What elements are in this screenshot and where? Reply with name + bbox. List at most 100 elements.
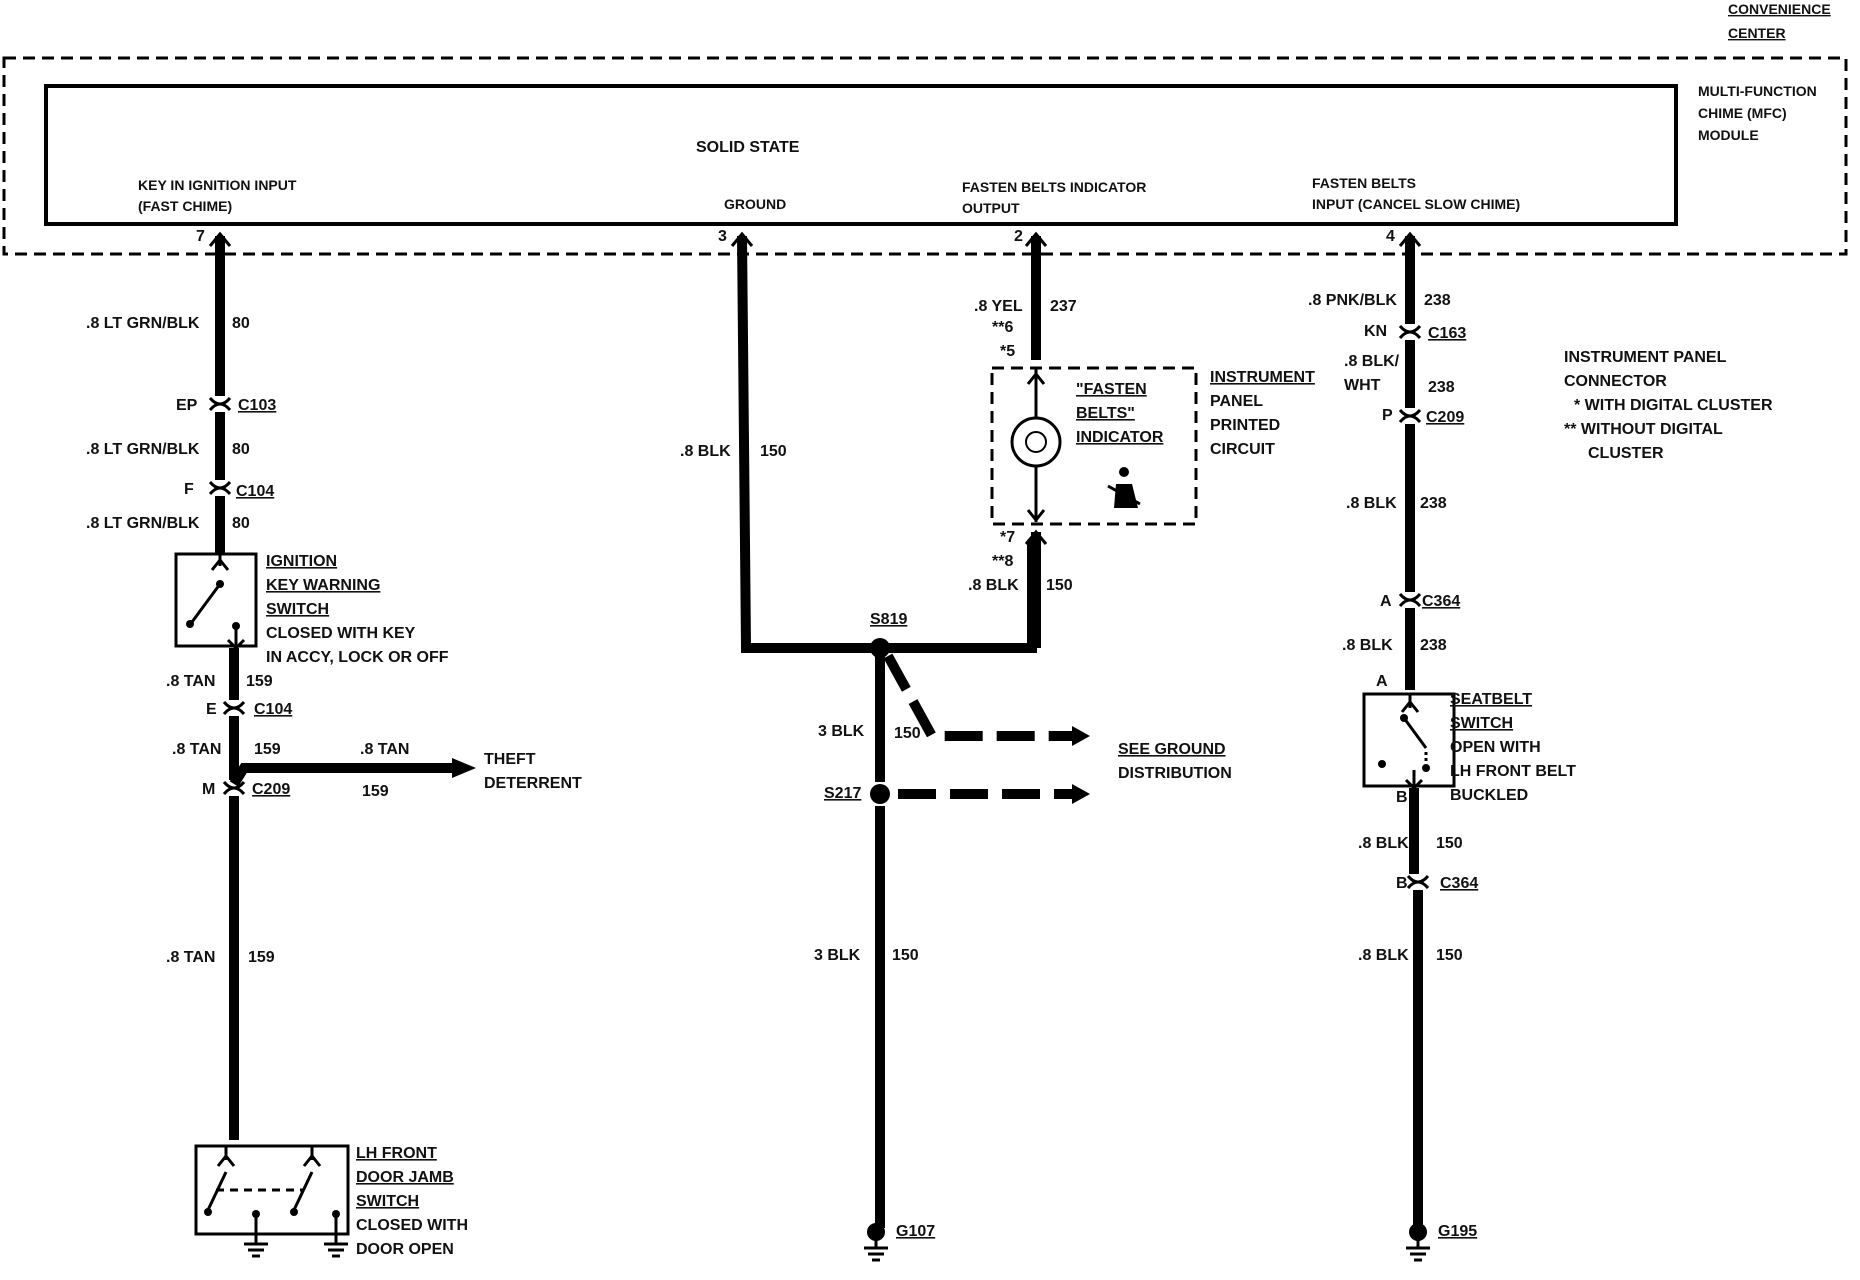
connector-c163-label: C163 — [1428, 325, 1466, 342]
switch-blade-icon — [1402, 717, 1428, 749]
pin2-number: 2 — [1014, 228, 1023, 245]
circuit-number-label: 150 — [1436, 947, 1463, 964]
left-circuit: .8 LT GRN/BLK 80 EP C103 .8 LT GRN/BLK 8… — [86, 231, 582, 1258]
wire-color-label: .8 BLK — [1358, 947, 1409, 964]
seatbelt-switch-label-4: LH FRONT BELT — [1450, 763, 1576, 780]
switch-pin-label: A — [1376, 673, 1388, 690]
switch-contact-icon — [204, 1208, 212, 1216]
circuit-number-label: 150 — [894, 725, 921, 742]
connector-c209-label: C209 — [252, 781, 290, 798]
ip-connector-pin-label: **6 — [992, 319, 1013, 336]
connector-c364-label: C364 — [1440, 875, 1478, 892]
ignition-switch-label-2: KEY WARNING — [266, 577, 380, 594]
switch-terminal-icon — [216, 1146, 236, 1167]
circuit-number-label: 150 — [892, 947, 919, 964]
ip-connector-pin-label: *5 — [1000, 343, 1015, 360]
wire-color-label: .8 BLK — [1342, 637, 1393, 654]
ip-connector-pin-label: *7 — [1000, 529, 1015, 546]
c209-connector-icon — [1398, 408, 1422, 424]
ground-g195-label: G195 — [1438, 1223, 1477, 1240]
pin3-connector-icon — [730, 231, 754, 247]
connector-c104-label: C104 — [254, 701, 292, 718]
ignition-switch-label-4: CLOSED WITH KEY — [266, 625, 416, 642]
ground-circuit: .8 BLK 150 S819 3 BLK 150 SEE GROUND DIS… — [680, 231, 1232, 1262]
theft-deterrent-label-1: THEFT — [484, 751, 536, 768]
legend-without-digital-1: ** WITHOUT DIGITAL — [1564, 421, 1723, 438]
c103-connector-icon — [208, 396, 232, 412]
c209-connector-icon — [222, 780, 246, 796]
pin7-label-2: (FAST CHIME) — [138, 198, 232, 214]
circuit-number-label: 150 — [1436, 835, 1463, 852]
ignition-switch-label-1: IGNITION — [266, 553, 337, 570]
ignition-switch-label-5: IN ACCY, LOCK OR OFF — [266, 649, 449, 666]
ground-point-icon — [1409, 1223, 1427, 1241]
circuit-number-label: 238 — [1420, 495, 1447, 512]
wire-color-label: .8 BLK — [968, 577, 1019, 594]
connector-pin-label: B — [1396, 875, 1408, 892]
right-circuit: .8 PNK/BLK 238 KN C163 .8 BLK/ WHT 238 P… — [1308, 231, 1576, 1262]
connector-pin-label: F — [184, 481, 194, 498]
door-jamb-switch-box — [194, 1144, 350, 1236]
connector-c103-label: C103 — [238, 397, 276, 414]
circuit-number-label: 238 — [1420, 637, 1447, 654]
connector-c209-label: C209 — [1426, 409, 1464, 426]
circuit-number-label: 80 — [232, 315, 250, 332]
circuit-number-label: 80 — [232, 515, 250, 532]
switch-terminal-icon — [226, 626, 246, 651]
ip-circuit-label-4: CIRCUIT — [1210, 441, 1275, 458]
seatbelt-switch-label-3: OPEN WITH — [1450, 739, 1541, 756]
switch-contact-icon — [290, 1208, 298, 1216]
pin4-label-2: INPUT (CANCEL SLOW CHIME) — [1312, 196, 1520, 212]
wire-color-label: .8 TAN — [360, 741, 409, 758]
legend-title-2: CONNECTOR — [1564, 373, 1667, 390]
pin2-label-1: FASTEN BELTS INDICATOR — [962, 179, 1146, 195]
switch-contact-icon — [186, 620, 194, 628]
door-switch-label-4: CLOSED WITH — [356, 1217, 468, 1234]
legend: INSTRUMENT PANEL CONNECTOR * WITH DIGITA… — [1564, 349, 1773, 462]
ground-g107-label: G107 — [896, 1223, 935, 1240]
splice-s217-label: S217 — [824, 785, 861, 802]
ip-circuit-label-1: INSTRUMENT — [1210, 369, 1315, 386]
connector-pin-label: M — [202, 781, 215, 798]
circuit-number-label: 159 — [246, 673, 273, 690]
wire-color-label: 3 BLK — [818, 723, 865, 740]
switch-terminal-icon — [210, 554, 230, 571]
pin7-label-1: KEY IN IGNITION INPUT — [138, 177, 297, 193]
wire-color-label: .8 YEL — [974, 298, 1023, 315]
theft-deterrent-label-2: DETERRENT — [484, 775, 582, 792]
wire-color-label: .8 LT GRN/BLK — [86, 441, 200, 458]
circuit-number-label: 80 — [232, 441, 250, 458]
circuit-number-label: 159 — [362, 783, 389, 800]
circuit-number-label: 238 — [1428, 379, 1455, 396]
wire-color-label: .8 BLK — [680, 443, 731, 460]
mfc-module-name-3: MODULE — [1698, 127, 1759, 143]
ground-icon — [324, 1214, 348, 1258]
door-switch-label-5: DOOR OPEN — [356, 1241, 454, 1258]
ground-distribution-arrow — [1072, 784, 1090, 804]
wire-color-label: .8 BLK — [1358, 835, 1409, 852]
wire-color-label: .8 LT GRN/BLK — [86, 515, 200, 532]
ip-circuit-label-2: PANEL — [1210, 393, 1263, 410]
c364-connector-icon — [1398, 592, 1422, 608]
legend-without-digital-2: CLUSTER — [1588, 445, 1664, 462]
ignition-key-warning-switch-box — [174, 552, 258, 648]
indicator-circuit: .8 YEL 237 **6 *5 "FASTEN BELTS" INDICAT… — [968, 231, 1315, 648]
seatbelt-switch-label-5: BUCKLED — [1450, 787, 1528, 804]
switch-terminal-icon — [302, 1146, 322, 1167]
indicator-label-3: INDICATOR — [1076, 429, 1164, 446]
wire-color-label: .8 TAN — [172, 741, 221, 758]
instrument-panel-printed-circuit-box — [990, 366, 1198, 526]
pin3-number: 3 — [718, 228, 727, 245]
indicator-filament-icon — [1025, 431, 1047, 453]
circuit-number-label: 150 — [1046, 577, 1073, 594]
switch-terminal-icon — [1400, 694, 1420, 713]
wire-color-label: .8 TAN — [166, 949, 215, 966]
wire-color-label: 3 BLK — [814, 947, 861, 964]
theft-arrow — [452, 758, 476, 778]
door-switch-label-2: DOOR JAMB — [356, 1169, 454, 1186]
seatbelt-person-icon — [1107, 467, 1141, 508]
ip-connector-pin-label: **8 — [992, 553, 1013, 570]
module-solid-state-label: SOLID STATE — [696, 139, 800, 156]
pin4-number: 4 — [1386, 228, 1395, 245]
circuit-number-label: 150 — [760, 443, 787, 460]
